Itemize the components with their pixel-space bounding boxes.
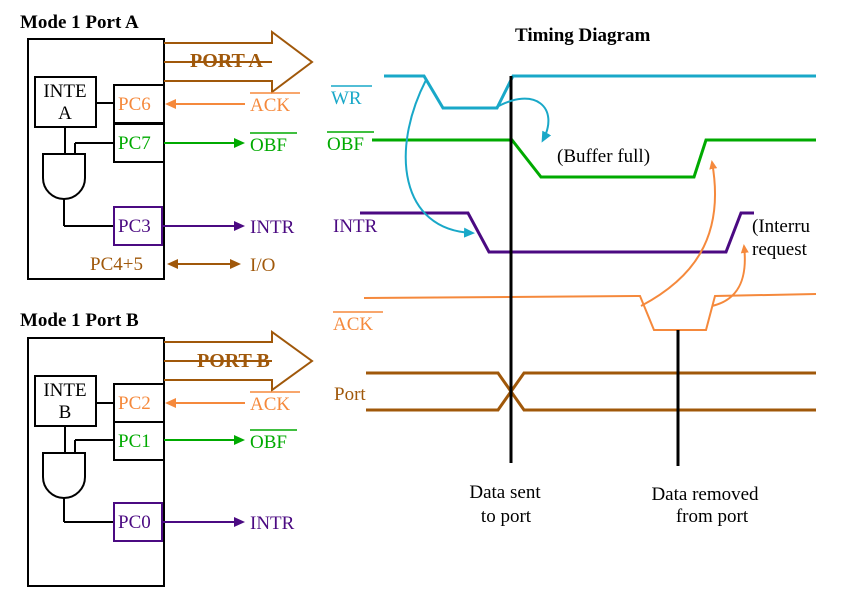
port-a-label: PORT A	[190, 50, 263, 72]
timing-port-label: Port	[334, 384, 366, 405]
obf-a-label: OBF	[250, 135, 287, 156]
port-b-label: PORT B	[197, 350, 270, 372]
intr-waveform	[360, 211, 754, 254]
intr-a-label: INTR	[250, 217, 295, 238]
data-removed-line2: from port	[676, 506, 749, 527]
ack-b-label: ACK	[250, 394, 290, 415]
and-gate-a	[42, 153, 86, 200]
obf-b-label: OBF	[250, 432, 287, 453]
inte-a-line2: A	[58, 103, 72, 124]
mode-a-title: Mode 1 Port A	[20, 12, 139, 33]
timing-diagram: Timing Diagram WR OBF INTR ACK Port (	[327, 25, 817, 527]
pc3-box	[113, 206, 163, 246]
port-b-arrow	[164, 330, 314, 392]
and-gate-b	[42, 452, 86, 499]
wr-to-obf-arrow	[494, 97, 552, 143]
ack-to-intr-arrow	[711, 244, 749, 307]
ack-a-label: ACK	[250, 95, 290, 116]
intr-b-label: INTR	[250, 513, 295, 534]
pc0-label: PC0	[118, 512, 151, 533]
inte-b-line2: B	[59, 402, 72, 423]
pc7-label: PC7	[118, 133, 151, 154]
buffer-full-annotation: (Buffer full)	[557, 146, 650, 167]
timing-title: Timing Diagram	[515, 25, 650, 46]
timing-wr-label: WR	[331, 88, 362, 109]
obf-waveform	[372, 138, 816, 179]
pc6-box	[113, 84, 165, 124]
mode-b-chip-outline	[27, 337, 165, 587]
mode-a-block: Mode 1 Port A PORT A INTE A PC6 ACK PC7 …	[20, 12, 314, 280]
mode-b-title: Mode 1 Port B	[20, 310, 139, 331]
timing-intr-label: INTR	[333, 216, 378, 237]
port-a-arrow	[164, 30, 314, 94]
timing-obf-label: OBF	[327, 134, 364, 155]
pc2-label: PC2	[118, 393, 151, 414]
ack-waveform	[363, 293, 817, 331]
data-removed-line1: Data removed	[651, 484, 759, 505]
pc6-label: PC6	[118, 94, 151, 115]
inte-a-line1: INTE	[43, 81, 86, 102]
ack-to-obf-arrow	[640, 160, 718, 307]
io-a-label: I/O	[250, 255, 275, 276]
interrupt-annotation-line1: (Interru	[752, 216, 811, 237]
pc0-box	[113, 502, 163, 542]
port-waveform-a	[366, 371, 816, 412]
mode-b-block: Mode 1 Port B PORT B INTE B PC2 ACK PC1 …	[20, 310, 314, 587]
data-sent-line1: Data sent	[469, 482, 541, 503]
timing-ack-label: ACK	[333, 314, 373, 335]
pc3-label: PC3	[118, 216, 151, 237]
pc1-label: PC1	[118, 431, 151, 452]
port-waveform-b	[366, 371, 816, 412]
wr-waveform	[384, 74, 816, 110]
interrupt-annotation-line2: request	[752, 239, 808, 260]
inte-b-box	[34, 375, 97, 427]
pc1-box	[113, 421, 165, 461]
inte-b-line1: INTE	[43, 380, 86, 401]
wr-to-intr-arrow	[404, 79, 475, 238]
data-sent-line2: to port	[481, 506, 532, 527]
pc45-label: PC4+5	[90, 254, 143, 275]
inte-a-box	[34, 76, 97, 128]
